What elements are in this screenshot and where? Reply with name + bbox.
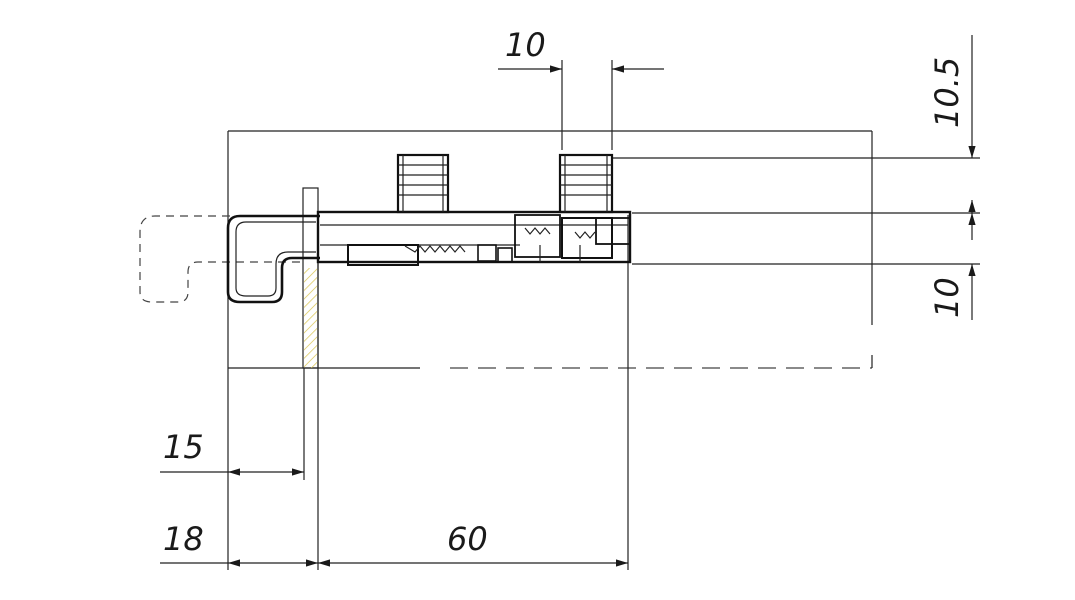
dim-top-label: 10 — [505, 26, 546, 64]
hook — [226, 214, 320, 304]
dim-right-upper-label: 10.5 — [928, 57, 966, 128]
dimension-right-lower: 10 — [928, 213, 976, 320]
side-panel — [302, 187, 319, 369]
dimension-top: 10 — [498, 26, 664, 73]
reference-lines — [227, 60, 980, 570]
dim-bottom-main-label: 60 — [447, 520, 488, 558]
dimension-bottom-small: 15 — [160, 428, 304, 476]
dimension-bottom-row: 18 60 — [160, 520, 628, 567]
dowel-left — [396, 153, 450, 214]
ghost-hook — [139, 215, 300, 303]
hinge-body — [316, 210, 632, 266]
dim-bottom-small-label: 15 — [163, 428, 204, 466]
dim-right-lower-label: 10 — [928, 277, 966, 318]
dowel-right — [558, 153, 614, 214]
dimension-right-upper: 10.5 — [928, 35, 976, 213]
cabinet-outline — [227, 130, 873, 369]
dim-bottom-left-label: 18 — [163, 520, 204, 558]
